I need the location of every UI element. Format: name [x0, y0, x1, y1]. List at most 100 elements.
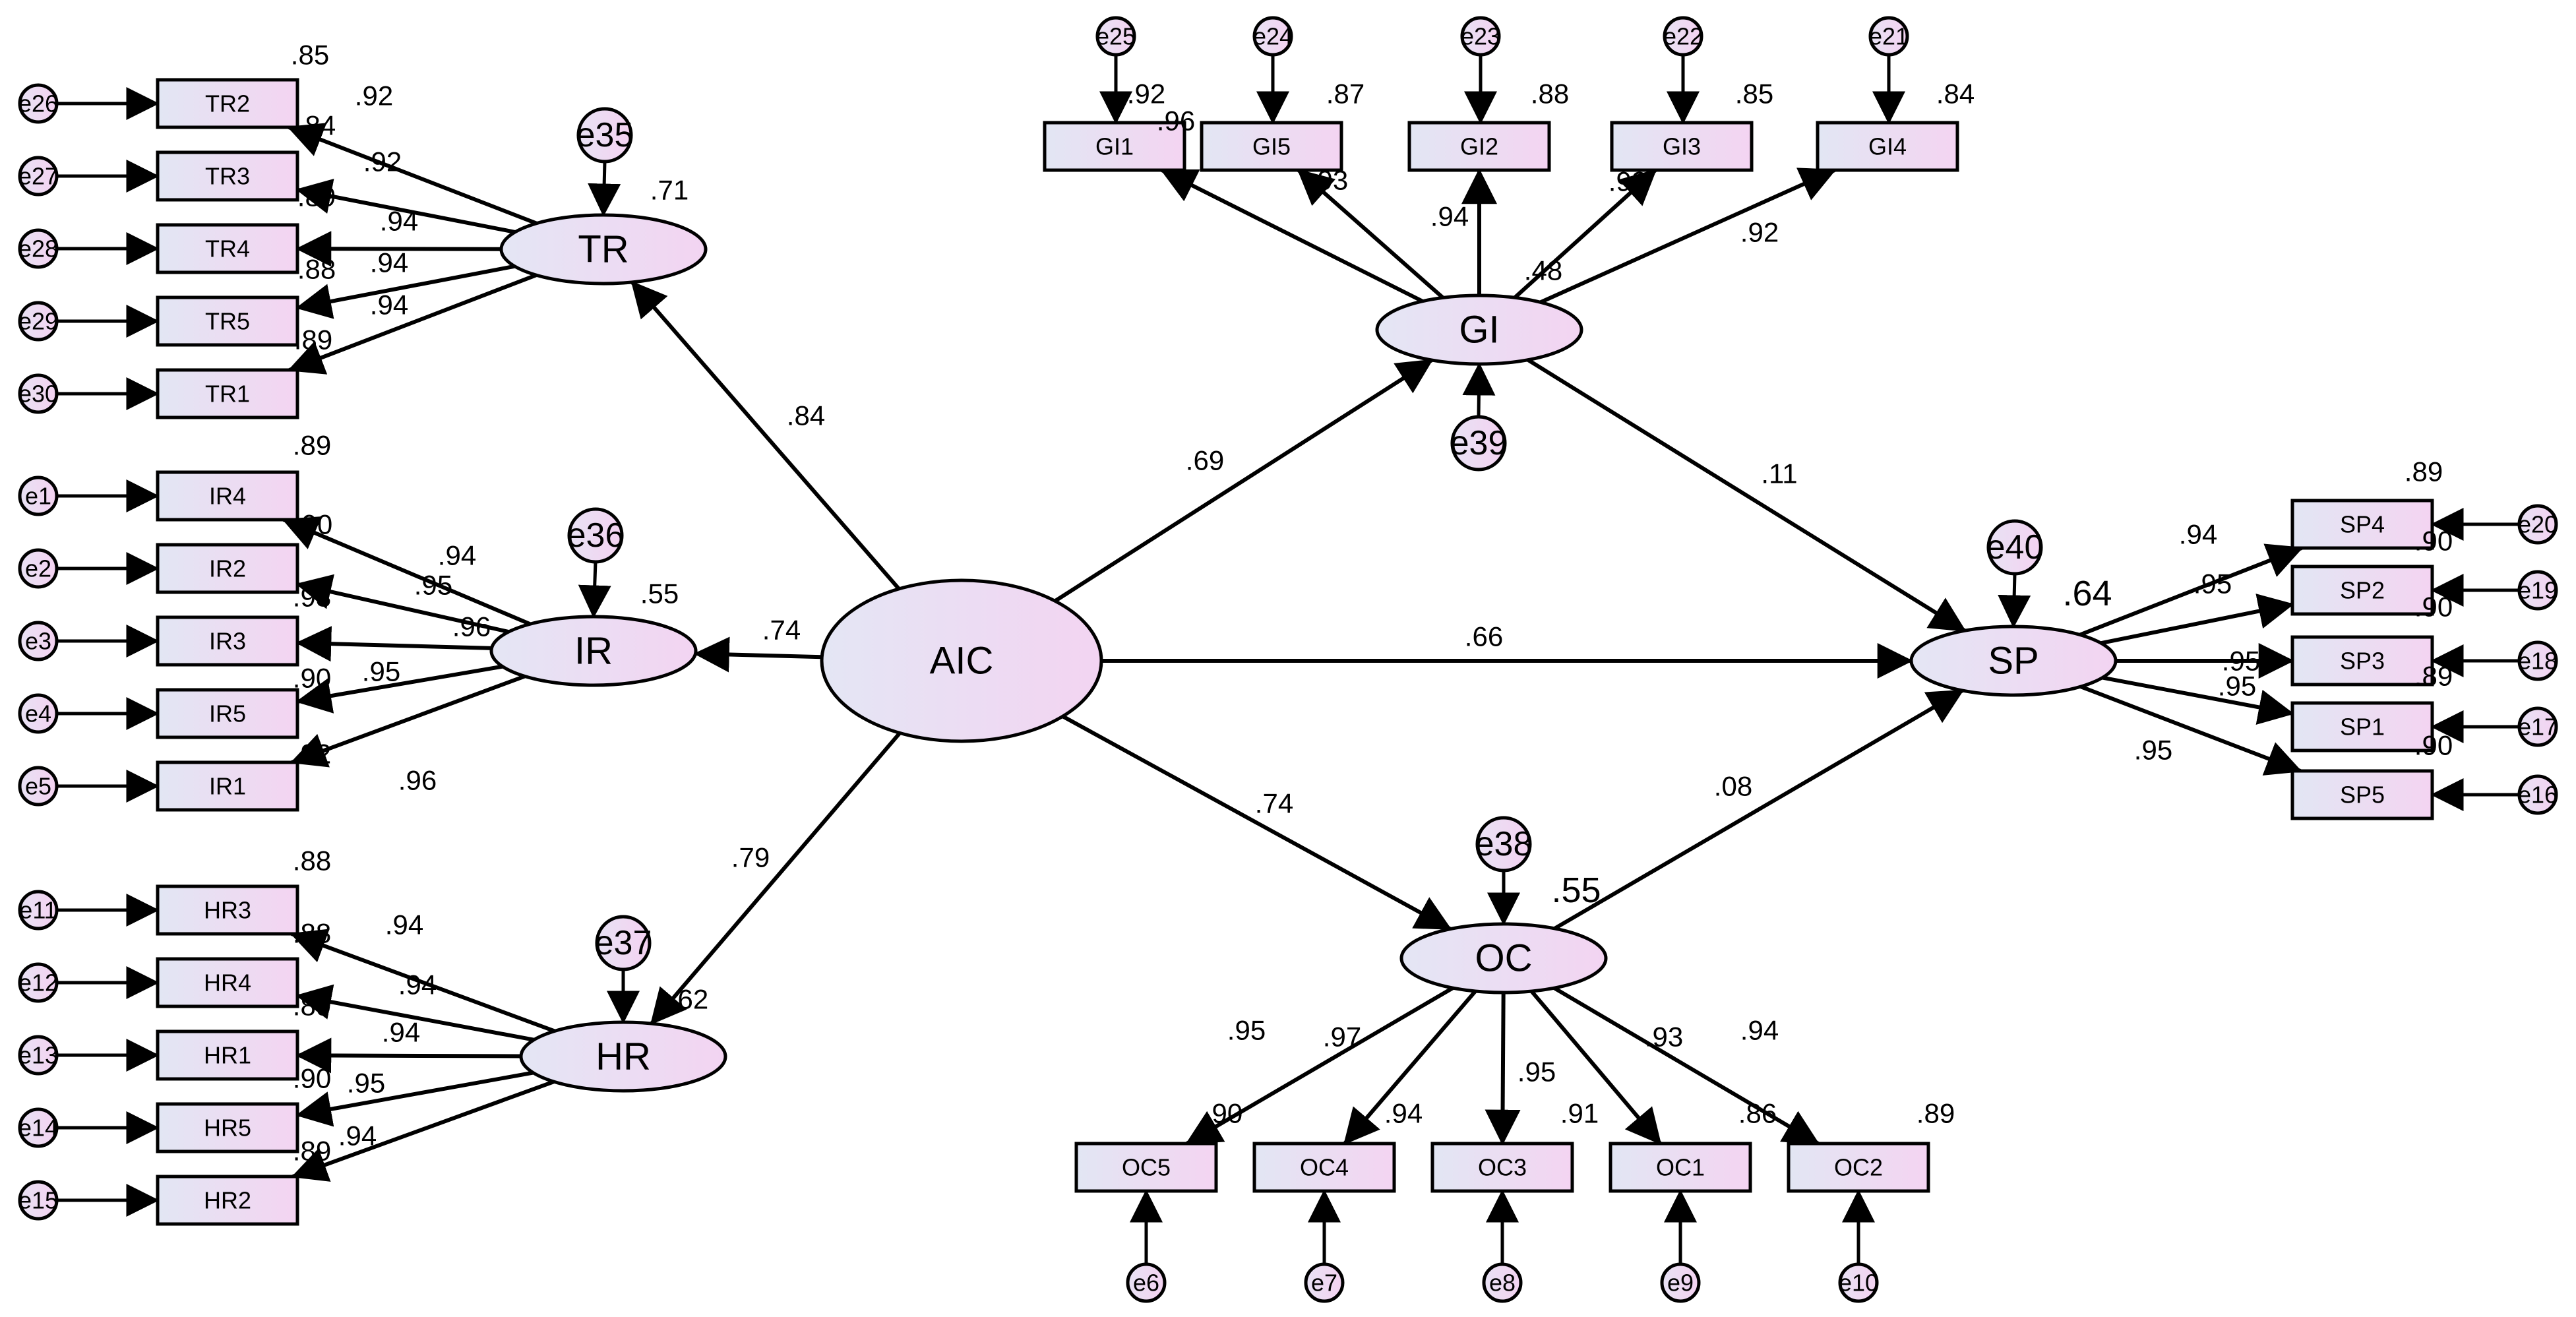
r2-sp4: .89 [2405, 456, 2443, 487]
loading-tr2: .92 [355, 80, 393, 111]
path-coef-gi-sp: .11 [1761, 458, 1797, 489]
error-e2 [18, 548, 59, 589]
r2-ir: .55 [640, 578, 679, 609]
disturbance-gi [1450, 415, 1507, 472]
disturbance-ir [567, 507, 624, 564]
r2-sp2: .90 [2414, 526, 2453, 557]
loading-arrow-hr4 [295, 984, 535, 1042]
loading-hr1: .94 [382, 1017, 420, 1048]
latent-sp [1909, 625, 2118, 697]
indicator-gi3 [1610, 121, 1754, 172]
error-e14 [18, 1107, 59, 1148]
error-label-e20: e20 [2518, 511, 2558, 538]
disturbance-label-sp: e40 [1986, 528, 2044, 567]
indicator-ir4 [156, 470, 299, 522]
error-label-e7: e7 [1311, 1270, 1337, 1297]
r2-hr1: .89 [293, 991, 331, 1022]
loading-arrow-oc2 [1553, 986, 1820, 1146]
r2-ir3: .93 [293, 582, 331, 613]
path-aic-gi [1054, 358, 1434, 603]
loading-ir2: .95 [414, 570, 452, 601]
indicator-label-sp4: SP4 [2340, 511, 2385, 538]
error-label-e18: e18 [2518, 648, 2558, 675]
indicator-ir2 [156, 543, 299, 594]
latent-label-hr: HR [596, 1035, 651, 1078]
r2-gi2: .88 [1531, 78, 1569, 109]
error-e25 [1095, 16, 1136, 57]
error-e7 [1304, 1262, 1345, 1303]
indicator-tr4 [156, 223, 299, 274]
r2-sp5: .90 [2414, 730, 2453, 761]
r2-gi: .48 [1524, 255, 1562, 286]
loading-oc5: .95 [1227, 1015, 1266, 1046]
disturbance-arrow-sp [1998, 573, 2031, 628]
error-label-e3: e3 [25, 628, 51, 655]
latent-label-ir: IR [574, 630, 613, 673]
loading-gi4: .92 [1740, 217, 1779, 248]
r2-gi4: .84 [1936, 78, 1975, 109]
indicator-label-ir4: IR4 [209, 483, 246, 510]
loading-arrow-sp2 [2101, 594, 2294, 646]
path-coef-aic-ir: .74 [762, 615, 801, 646]
indicator-gi5 [1200, 121, 1343, 172]
r2-sp: .64 [2062, 574, 2112, 613]
r2-ir4: .89 [293, 430, 331, 461]
r2-ir2: .90 [294, 509, 332, 540]
r2-oc2: .89 [1917, 1098, 1955, 1129]
indicator-gi2 [1407, 121, 1551, 172]
disturbance-sp [1986, 519, 2043, 576]
loading-sp3: .95 [2222, 646, 2260, 677]
indicator-label-gi1: GI1 [1095, 133, 1134, 160]
indicator-oc5 [1074, 1142, 1218, 1193]
path-coef-aic-oc: .74 [1255, 788, 1293, 819]
indicator-label-gi4: GI4 [1868, 133, 1907, 160]
path-coef-aic-hr: .79 [731, 842, 770, 873]
indicator-label-sp1: SP1 [2340, 714, 2385, 741]
disturbance-tr [576, 107, 633, 164]
loading-sp4: .94 [2179, 519, 2217, 550]
path-coef-aic-gi: .69 [1186, 445, 1224, 476]
error-label-e30: e30 [18, 381, 58, 408]
error-e11 [18, 890, 59, 931]
indicator-label-oc2: OC2 [1834, 1154, 1883, 1181]
loading-sp5: .95 [2134, 735, 2172, 766]
indicator-ir5 [156, 688, 299, 739]
indicator-label-ir5: IR5 [209, 700, 246, 727]
indicator-label-hr4: HR4 [204, 969, 251, 996]
error-e10 [1838, 1262, 1879, 1303]
path-aic-tr [630, 280, 901, 590]
indicator-label-tr4: TR4 [205, 235, 250, 262]
indicator-ir1 [156, 760, 299, 812]
error-label-e4: e4 [25, 700, 51, 727]
indicator-sp1 [2290, 701, 2434, 752]
indicator-label-sp3: SP3 [2340, 648, 2385, 675]
error-label-e15: e15 [18, 1187, 58, 1214]
loading-arrow-gi3 [1513, 168, 1657, 299]
r2-oc4: .94 [1384, 1098, 1423, 1129]
indicator-oc3 [1430, 1142, 1574, 1193]
loading-arrow-tr1 [288, 273, 537, 375]
disturbance-label-ir: e36 [567, 516, 625, 555]
error-label-e22: e22 [1663, 23, 1703, 50]
r2-oc: .55 [1551, 871, 1601, 910]
indicator-label-ir3: IR3 [209, 628, 246, 655]
error-label-e28: e28 [18, 235, 58, 262]
latent-tr [499, 213, 708, 286]
error-e1 [18, 475, 59, 516]
loading-oc3: .95 [1518, 1057, 1556, 1087]
loading-ir1: .96 [398, 765, 437, 796]
loading-tr3: .92 [363, 146, 402, 177]
error-e18 [2517, 640, 2558, 681]
loading-arrow-ir2 [295, 574, 509, 634]
loading-arrow-ir4 [282, 516, 531, 627]
loading-arrow-tr3 [295, 178, 516, 234]
indicator-label-hr1: HR1 [204, 1042, 251, 1069]
indicator-label-gi5: GI5 [1252, 133, 1291, 160]
latent-label-tr: TR [578, 228, 629, 271]
r2-hr5: .90 [293, 1063, 331, 1094]
loading-hr5: .95 [347, 1068, 385, 1099]
error-label-e13: e13 [18, 1042, 58, 1069]
loading-sp2: .95 [2193, 568, 2232, 599]
error-e4 [18, 693, 59, 734]
